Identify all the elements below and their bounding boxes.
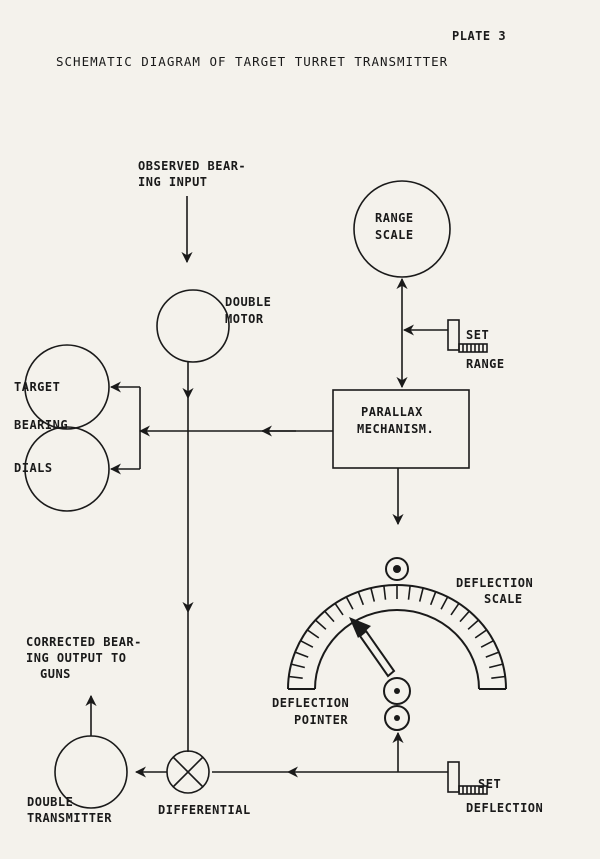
label-differential: DIFFERENTIAL bbox=[158, 803, 251, 817]
target-bearing-dial-upper bbox=[24, 344, 110, 430]
deflection-scale bbox=[287, 584, 507, 690]
label-double-transmitter-2: TRANSMITTER bbox=[27, 811, 112, 825]
label-parallax-1: PARALLAX bbox=[361, 405, 423, 419]
label-parallax-2: MECHANISM. bbox=[357, 422, 434, 436]
deflection-roller bbox=[385, 557, 409, 581]
range-scale-circle bbox=[353, 180, 451, 278]
page-title: SCHEMATIC DIAGRAM OF TARGET TURRET TRANS… bbox=[56, 54, 448, 69]
label-set-range-2: RANGE bbox=[466, 357, 505, 371]
label-double-motor-2: MOTOR bbox=[225, 312, 264, 326]
label-corrected-1: CORRECTED BEAR- bbox=[26, 635, 142, 649]
label-range-scale-2: SCALE bbox=[375, 228, 414, 242]
label-deflection-pointer-1: DEFLECTION bbox=[272, 696, 349, 710]
label-set-deflection-2: DEFLECTION bbox=[466, 801, 543, 815]
target-bearing-dial-lower bbox=[24, 426, 110, 512]
label-corrected-2: ING OUTPUT TO bbox=[26, 651, 126, 665]
label-deflection-pointer-2: POINTER bbox=[294, 713, 348, 727]
label-range-scale-1: RANGE bbox=[375, 211, 414, 225]
label-target: TARGET bbox=[14, 380, 60, 394]
label-bearing: BEARING bbox=[14, 418, 68, 432]
label-deflection-scale-1: DEFLECTION bbox=[456, 576, 533, 590]
label-dials: DIALS bbox=[14, 461, 53, 475]
label-observed-bearing-2: ING INPUT bbox=[138, 175, 208, 189]
label-observed-bearing-1: OBSERVED BEAR- bbox=[138, 159, 246, 173]
label-double-transmitter-1: DOUBLE bbox=[27, 795, 73, 809]
label-deflection-scale-2: SCALE bbox=[484, 592, 523, 606]
double-motor-circle bbox=[156, 289, 230, 363]
label-set-deflection-1: SET bbox=[478, 777, 501, 791]
plate-number: PLATE 3 bbox=[452, 29, 506, 43]
label-double-motor-1: DOUBLE bbox=[225, 295, 271, 309]
set-range-knob bbox=[447, 319, 488, 353]
label-corrected-3: GUNS bbox=[40, 667, 71, 681]
label-set-range-1: SET bbox=[466, 328, 489, 342]
differential-symbol bbox=[166, 750, 210, 794]
set-deflection-knob bbox=[447, 761, 488, 795]
parallax-mechanism-box bbox=[332, 389, 470, 469]
deflection-pointer bbox=[349, 617, 411, 731]
